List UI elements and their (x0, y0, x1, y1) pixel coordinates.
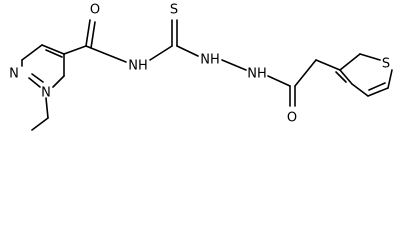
structure-canvas: O S N N NH NH NH O S (9, 3, 393, 131)
bond (85, 45, 127, 63)
atom-label-oxygen: O (90, 3, 100, 18)
bond (31, 73, 44, 83)
bond (267, 75, 291, 87)
bond (149, 45, 173, 61)
thiophene-ring (335, 53, 393, 97)
atom-label-nh: NH (128, 59, 148, 74)
bond (28, 77, 41, 88)
bond (63, 45, 87, 55)
bond (21, 44, 43, 61)
atom-label-sulfur: S (170, 3, 178, 18)
bond (90, 21, 96, 49)
bond (31, 117, 49, 131)
bond (339, 53, 361, 71)
bond (221, 59, 247, 71)
atom-label-oxygen: O (287, 111, 297, 126)
atom-label-nitrogen: N (9, 67, 19, 82)
bond (45, 49, 63, 58)
bond (367, 87, 389, 97)
bond (359, 53, 381, 61)
atom-label-nh: NH (200, 53, 220, 68)
bond (315, 59, 341, 71)
bond (41, 44, 65, 55)
bond (368, 82, 386, 91)
bond (85, 19, 91, 47)
bond (387, 69, 393, 89)
bond (176, 45, 199, 57)
atom-label-nh: NH (247, 67, 267, 82)
atom-label-sulfur: S (382, 57, 390, 72)
bond (45, 97, 49, 119)
bond (335, 71, 347, 83)
molecule-drawing: O S N N NH NH NH O S (9, 3, 393, 131)
bond (52, 75, 65, 88)
pyrazole-ring (21, 44, 65, 88)
bond (339, 69, 353, 85)
atom-label-nitrogen: N (41, 86, 51, 101)
bond (294, 59, 317, 87)
bond (351, 83, 369, 97)
